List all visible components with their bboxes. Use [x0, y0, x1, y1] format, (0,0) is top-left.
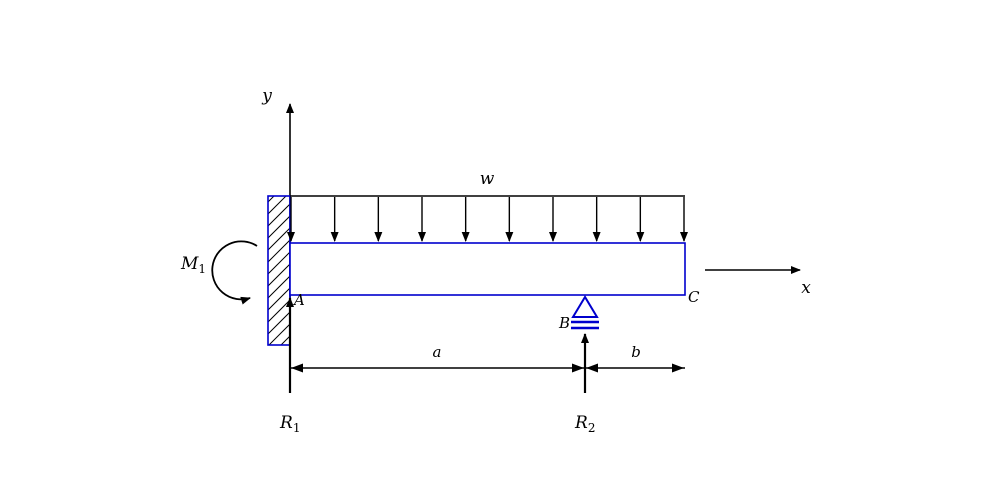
distributed-load-label: w — [480, 169, 495, 189]
wall-hatch-line — [268, 299, 290, 323]
reaction-r1-label-base: R — [279, 413, 293, 433]
wall-hatch-line — [268, 227, 290, 251]
reaction-r2-label-base: R — [574, 413, 588, 433]
beam — [289, 242, 686, 296]
reaction-r1-label-sub: 1 — [293, 421, 301, 435]
reaction-r2-label: R2 — [574, 413, 595, 435]
wall-hatch-line — [268, 239, 290, 263]
point-a-label: A — [292, 291, 305, 309]
wall-hatch-line — [280, 335, 290, 345]
wall-hatch-line — [268, 348, 290, 370]
point-b-label: B — [558, 314, 570, 332]
wall-hatch-line — [268, 203, 290, 227]
roller-support-triangle — [571, 295, 599, 318]
x-axis-label: x — [801, 278, 811, 298]
wall-hatch-line — [268, 263, 290, 287]
dim-b-left-arrowhead — [586, 363, 598, 373]
wall-hatch-line — [268, 196, 275, 203]
wall-hatch-line — [268, 323, 290, 345]
moment-label: M1 — [180, 254, 206, 276]
dim-a-left-arrowhead — [291, 363, 303, 373]
dim-a-right-arrowhead — [572, 363, 584, 373]
moment-label-sub: 1 — [198, 262, 206, 276]
moment-arrow — [211, 240, 258, 305]
wall-hatch-line — [268, 215, 290, 239]
wall-hatch-line — [268, 196, 287, 215]
y-axis-label: y — [261, 86, 272, 106]
wall-hatch-line — [268, 275, 290, 299]
dim-a-label: a — [433, 343, 442, 361]
reaction-r2-label-sub: 2 — [588, 421, 596, 435]
distributed-load-arrows — [287, 197, 688, 242]
wall-hatch-line — [268, 287, 290, 311]
moment-label-base: M — [180, 254, 199, 274]
point-c-label: C — [688, 288, 700, 306]
dim-b-right-arrowhead — [672, 363, 684, 373]
wall-hatching — [268, 196, 290, 370]
wall-hatch-line — [268, 311, 290, 335]
wall-hatch-line — [268, 251, 290, 275]
reaction-r1-label: R1 — [279, 413, 300, 435]
dim-b-label: b — [631, 343, 641, 361]
